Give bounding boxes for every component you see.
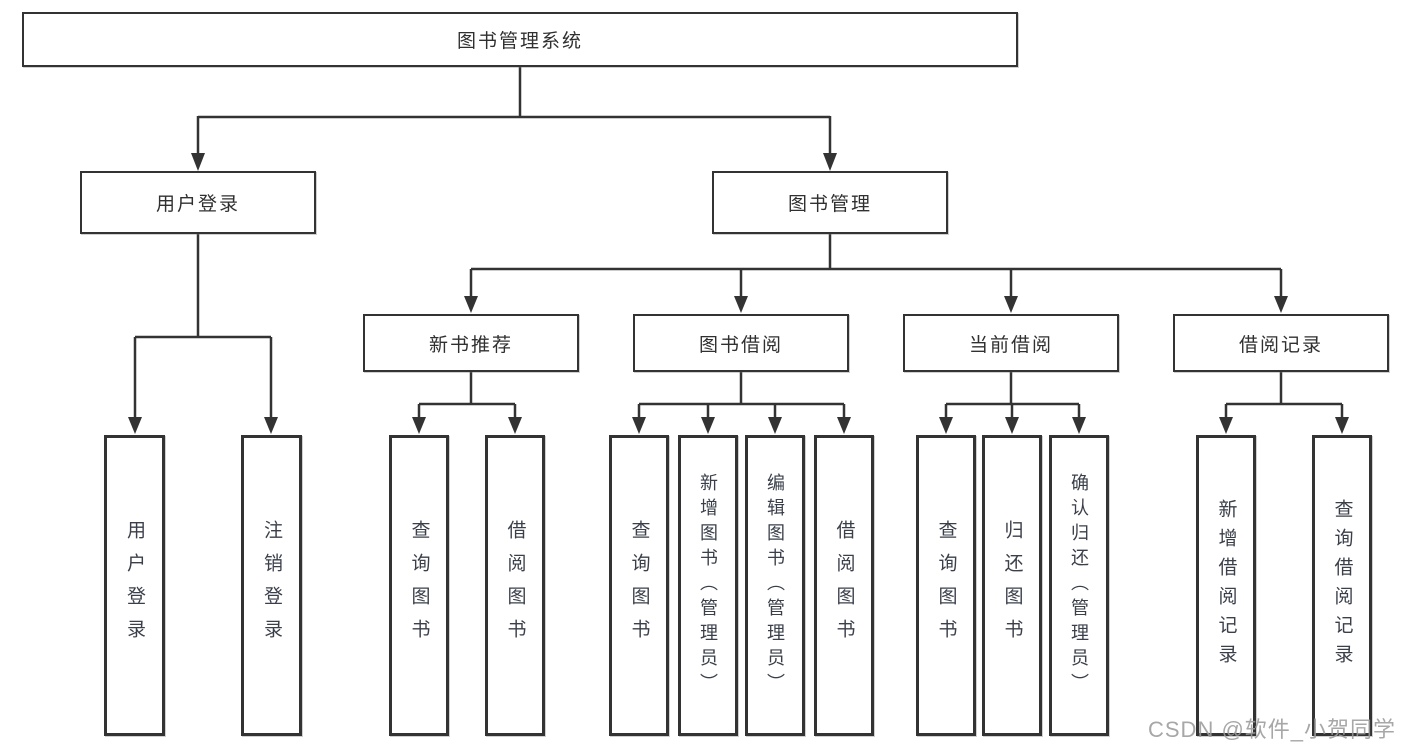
node-book-borrow: 图书借阅 xyxy=(633,314,849,372)
connector-book-mgmt-to-level3 xyxy=(464,234,1288,313)
arrowhead xyxy=(1072,417,1086,434)
arrowhead xyxy=(191,153,205,171)
leaf-rec-borrow-book-label: 借阅图书 xyxy=(504,519,526,652)
leaf-return-book-label: 归还图书 xyxy=(1001,519,1023,652)
arrowhead xyxy=(264,417,278,434)
arrowhead xyxy=(701,417,715,434)
leaf-current-query-book-label: 查询图书 xyxy=(935,519,957,652)
connector-root-to-level2 xyxy=(191,66,837,171)
leaf-add-borrow-record-label: 新增借阅记录 xyxy=(1215,498,1237,673)
node-user-login-label: 用户登录 xyxy=(155,194,240,215)
leaf-logout: 注销登录 xyxy=(241,435,302,736)
arrowhead xyxy=(1335,417,1349,434)
node-book-mgmt: 图书管理 xyxy=(712,171,948,234)
node-root-label: 图书管理系统 xyxy=(456,31,583,52)
arrowhead xyxy=(823,153,837,171)
arrowhead xyxy=(464,296,478,313)
arrowhead xyxy=(1005,417,1019,434)
leaf-rec-query-book: 查询图书 xyxy=(389,435,449,736)
leaf-confirm-return-admin: 确认归还（管理员） xyxy=(1049,435,1109,736)
node-user-login: 用户登录 xyxy=(80,171,316,234)
connector-book-borrow-to-leaves xyxy=(632,372,851,434)
node-borrow-record: 借阅记录 xyxy=(1173,314,1389,372)
connector-borrow-record-to-leaves xyxy=(1219,372,1349,434)
leaf-borrow-query-book: 查询图书 xyxy=(609,435,669,736)
leaf-edit-book-admin-label: 编辑图书（管理员） xyxy=(765,473,785,698)
connector-current-borrow-to-leaves xyxy=(939,372,1086,434)
leaf-add-book-admin-label: 新增图书（管理员） xyxy=(698,473,718,698)
leaf-rec-query-book-label: 查询图书 xyxy=(408,519,430,652)
node-book-borrow-label: 图书借阅 xyxy=(698,334,783,356)
arrowhead xyxy=(412,417,426,434)
arrowhead xyxy=(1274,296,1288,313)
leaf-return-book: 归还图书 xyxy=(982,435,1042,736)
node-borrow-record-label: 借阅记录 xyxy=(1238,334,1323,356)
node-new-book-rec: 新书推荐 xyxy=(363,314,579,372)
arrowhead xyxy=(837,417,851,434)
node-book-mgmt-label: 图书管理 xyxy=(787,194,872,215)
leaf-rec-borrow-book: 借阅图书 xyxy=(485,435,545,736)
node-current-borrow-label: 当前借阅 xyxy=(968,334,1053,356)
node-new-book-rec-label: 新书推荐 xyxy=(428,334,513,356)
arrowhead xyxy=(128,417,142,434)
arrowhead xyxy=(734,296,748,313)
leaf-query-borrow-record-label: 查询借阅记录 xyxy=(1331,498,1353,673)
connector-user-login-to-leaves xyxy=(128,234,278,434)
node-root: 图书管理系统 xyxy=(22,12,1018,67)
leaf-borrow-book-label: 借阅图书 xyxy=(833,519,855,652)
leaf-borrow-query-book-label: 查询图书 xyxy=(628,519,650,652)
leaf-add-borrow-record: 新增借阅记录 xyxy=(1196,435,1256,736)
leaf-add-book-admin: 新增图书（管理员） xyxy=(678,435,738,736)
leaf-user-login: 用户登录 xyxy=(104,435,165,736)
watermark: CSDN @软件_小贺同学 xyxy=(1148,717,1397,742)
arrowhead xyxy=(632,417,646,434)
leaf-edit-book-admin: 编辑图书（管理员） xyxy=(745,435,805,736)
leaf-user-login-label: 用户登录 xyxy=(124,519,145,652)
leaf-borrow-book: 借阅图书 xyxy=(814,435,874,736)
arrowhead xyxy=(1219,417,1233,434)
leaf-confirm-return-admin-label: 确认归还（管理员） xyxy=(1069,473,1089,698)
arrowhead xyxy=(768,417,782,434)
arrowhead xyxy=(508,417,522,434)
connector-new-book-rec-to-leaves xyxy=(412,372,522,434)
arrowhead xyxy=(1004,296,1018,313)
leaf-query-borrow-record: 查询借阅记录 xyxy=(1312,435,1372,736)
arrowhead xyxy=(939,417,953,434)
leaf-logout-label: 注销登录 xyxy=(261,519,282,652)
node-current-borrow: 当前借阅 xyxy=(903,314,1119,372)
leaf-current-query-book: 查询图书 xyxy=(916,435,976,736)
